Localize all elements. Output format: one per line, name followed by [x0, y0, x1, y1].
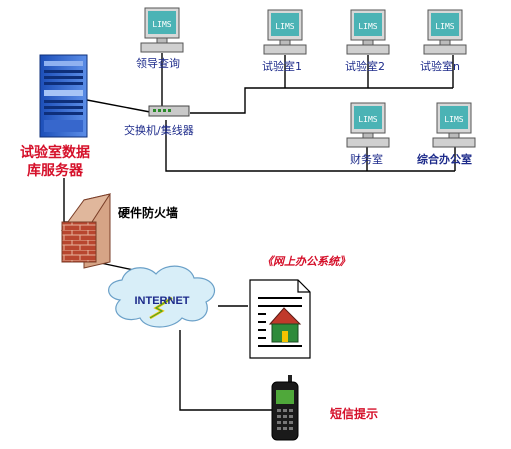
computer-screen-text: LIMS [358, 115, 377, 124]
computer-screen-text: LIMS [152, 20, 171, 29]
computer-label-lab-2: 试验室2 [345, 60, 385, 73]
computer-label-leader: 领导查询 [136, 57, 180, 70]
switch-label: 交换机/集线器 [124, 124, 194, 137]
computer-label-lab-n: 试验室n [420, 60, 460, 73]
server-tower [39, 54, 88, 138]
computer-finance: LIMS [346, 102, 390, 148]
server-label-line1: 试验室数据 [20, 145, 90, 161]
computer-leader: LIMS [140, 7, 184, 53]
sms-label: 短信提示 [330, 407, 379, 421]
firewall-label: 硬件防火墙 [118, 206, 179, 220]
document-icon [249, 279, 311, 359]
computer-screen-text: LIMS [444, 115, 463, 124]
computer-label-lab-1: 试验室1 [262, 60, 302, 73]
firewall-wall [60, 193, 112, 269]
computer-lab-n: LIMS [423, 9, 467, 55]
computer-label-finance: 财务室 [350, 153, 383, 166]
server-label-line2: 库服务器 [27, 163, 83, 179]
computer-screen-text: LIMS [275, 22, 294, 31]
switch-hub [148, 105, 190, 117]
computer-lab-1: LIMS [263, 9, 307, 55]
office-system-label: 《网上办公系统》 [262, 255, 350, 268]
computer-label-general-office: 综合办公室 [417, 153, 472, 166]
mobile-phone-icon [271, 375, 299, 441]
computer-general-office: LIMS [432, 102, 476, 148]
computer-screen-text: LIMS [435, 22, 454, 31]
internet-label: INTERNET [135, 295, 190, 307]
connection-lines [63, 53, 456, 411]
internet-cloud [108, 265, 216, 328]
computer-screen-text: LIMS [358, 22, 377, 31]
computer-lab-2: LIMS [346, 9, 390, 55]
